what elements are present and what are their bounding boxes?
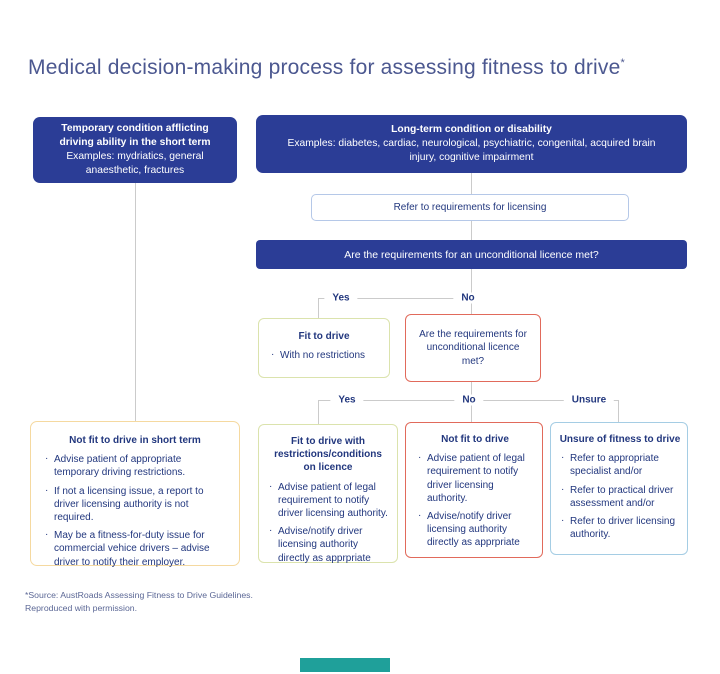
temporary-condition-examples: Examples: mydriatics, general anaestheti… — [66, 151, 204, 177]
branch2-no-elbow — [471, 400, 472, 422]
long-term-condition-title: Long-term condition or disability — [391, 123, 552, 135]
unsure-fitness-title: Unsure of fitness to drive — [559, 434, 681, 445]
list-item: Refer to driver licensing authority. — [559, 514, 681, 541]
connector-question-to-branch1 — [471, 269, 472, 314]
page-title: Medical decision-making process for asse… — [28, 56, 708, 80]
fit-to-drive-title: Fit to drive — [298, 331, 350, 342]
connector-question2-to-branch2 — [471, 382, 472, 400]
branch2-yes-elbow — [318, 400, 319, 424]
unconditional-licence-question-box: Are the requirements for unconditional l… — [405, 314, 541, 382]
not-fit-box: Not fit to drive Advise patient of legal… — [405, 422, 543, 558]
not-fit-short-term-box: Not fit to drive in short term Advise pa… — [30, 421, 240, 569]
list-item: May be a fitness-for-duty issue for comm… — [43, 528, 227, 569]
unconditional-licence-question-label: Are the requirements for an unconditiona… — [344, 248, 599, 261]
list-item: Advise/notify driver licensing authority… — [267, 524, 389, 565]
list-item: Advise patient of appropriate temporary … — [43, 452, 227, 479]
list-item: Refer to appropriate specialist and/or — [559, 451, 681, 478]
list-item: Refer to practical driver assessment and… — [559, 483, 681, 510]
list-item: Advise patient of legal requirement to n… — [267, 480, 389, 521]
branch2-unsure-label: Unsure — [563, 394, 615, 406]
branch2-yes-label: Yes — [330, 394, 364, 406]
branch1-horizontal — [318, 298, 471, 299]
fit-to-drive-box: Fit to drive With no restrictions — [258, 318, 390, 378]
title-asterisk: * — [620, 57, 625, 69]
branch2-unsure-elbow — [618, 400, 619, 422]
unconditional-licence-question2-label: Are the requirements for unconditional l… — [419, 329, 527, 367]
refer-licensing-label: Refer to requirements for licensing — [393, 201, 547, 213]
not-fit-short-term-bullets: Advise patient of appropriate temporary … — [43, 452, 227, 569]
connector-longterm-to-refer — [471, 173, 472, 194]
long-term-condition-box: Long-term condition or disability Exampl… — [256, 115, 687, 173]
refer-licensing-box: Refer to requirements for licensing — [311, 194, 629, 221]
branch1-no-label: No — [453, 292, 483, 304]
fit-with-restrictions-bullets: Advise patient of legal requirement to n… — [267, 480, 389, 565]
unconditional-licence-question-bar: Are the requirements for an unconditiona… — [256, 240, 687, 269]
branch1-yes-label: Yes — [324, 292, 358, 304]
fit-with-restrictions-title: Fit to drive with restrictions/condition… — [274, 436, 382, 474]
not-fit-bullets: Advise patient of legal requirement to n… — [416, 451, 534, 550]
unsure-fitness-bullets: Refer to appropriate specialist and/or R… — [559, 451, 681, 541]
fit-to-drive-bullets: With no restrictions — [269, 348, 379, 362]
list-item: If not a licensing issue, a report to dr… — [43, 484, 227, 525]
list-item: Advise/notify driver licensing authority… — [416, 509, 534, 550]
not-fit-short-term-title: Not fit to drive in short term — [69, 435, 201, 446]
temporary-condition-box: Temporary condition afflicting driving a… — [33, 117, 237, 183]
unsure-fitness-box: Unsure of fitness to drive Refer to appr… — [550, 422, 688, 555]
page-title-text: Medical decision-making process for asse… — [28, 56, 621, 79]
branch2-no-label: No — [454, 394, 484, 406]
source-note: *Source: AustRoads Assessing Fitness to … — [25, 589, 253, 615]
source-line1: *Source: AustRoads Assessing Fitness to … — [25, 590, 253, 600]
bottom-accent-bar — [300, 658, 390, 672]
connector-left-vertical — [135, 183, 136, 421]
list-item: With no restrictions — [269, 348, 379, 362]
branch1-yes-elbow — [318, 298, 319, 318]
list-item: Advise patient of legal requirement to n… — [416, 451, 534, 505]
connector-refer-to-question — [471, 221, 472, 240]
fit-with-restrictions-box: Fit to drive with restrictions/condition… — [258, 424, 398, 565]
temporary-condition-title: Temporary condition afflicting driving a… — [59, 122, 211, 148]
long-term-condition-examples: Examples: diabetes, cardiac, neurologica… — [287, 137, 656, 164]
not-fit-title: Not fit to drive — [441, 434, 509, 445]
source-line2: Reproduced with permission. — [25, 603, 138, 614]
